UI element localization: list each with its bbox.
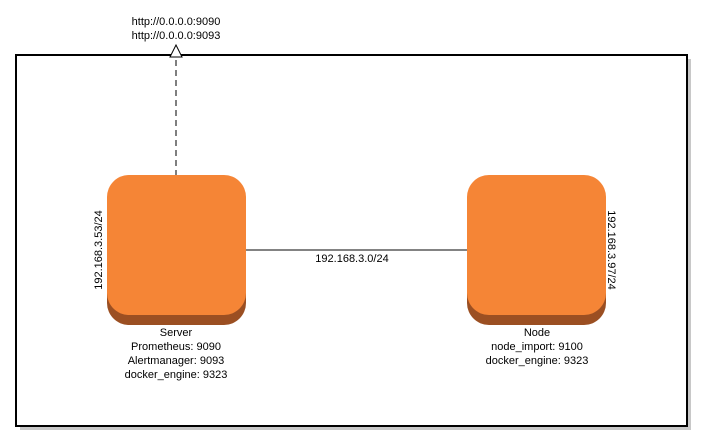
network-label: 192.168.3.0/24 (315, 253, 388, 265)
client-node (467, 175, 606, 325)
server-node-box (107, 175, 246, 315)
server-node (107, 175, 246, 325)
node-service-2: docker_engine: 9323 (486, 355, 589, 367)
client-node-box (467, 175, 606, 315)
server-service-3: docker_engine: 9323 (125, 369, 228, 381)
node-service-1: node_import: 9100 (491, 341, 583, 353)
external-url-2: http://0.0.0.0:9093 (132, 30, 221, 42)
server-service-1: Prometheus: 9090 (131, 341, 221, 353)
external-url-1: http://0.0.0.0:9090 (132, 16, 221, 28)
node-title: Node (524, 327, 550, 339)
server-service-2: Alertmanager: 9093 (128, 355, 225, 367)
server-title: Server (160, 327, 193, 339)
arrow-head (169, 43, 183, 58)
node-ip-label: 192.168.3.97/24 (605, 210, 617, 290)
server-ip-label: 192.168.3.53/24 (93, 210, 105, 290)
